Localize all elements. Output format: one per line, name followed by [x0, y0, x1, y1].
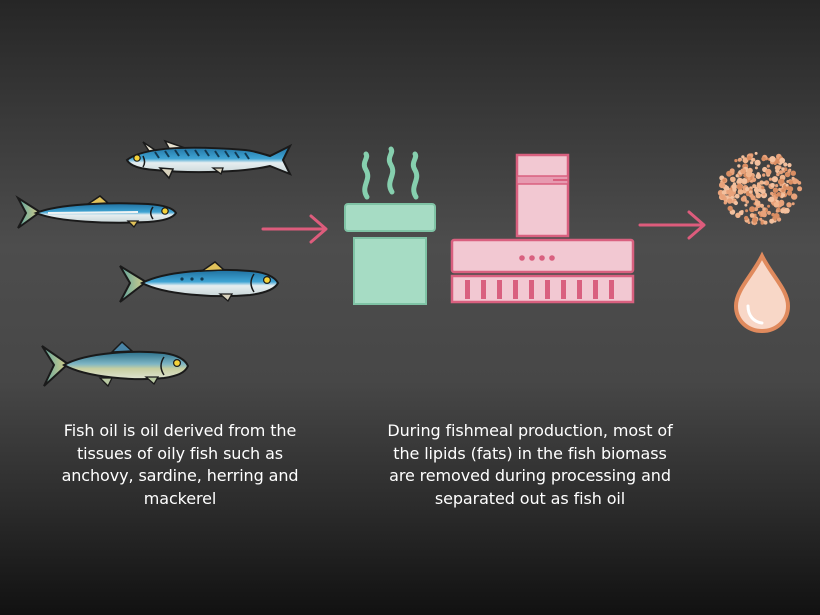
caption-line: are removed during processing and — [360, 465, 700, 488]
oil-drop-icon — [736, 256, 788, 331]
herring-icon — [42, 342, 188, 386]
sardine-icon — [120, 262, 278, 302]
fishmeal-production-caption: During fishmeal production, most of the … — [360, 420, 700, 510]
caption-line: tissues of oily fish such as — [20, 443, 340, 466]
mackerel-icon — [127, 141, 290, 178]
anchovy-icon — [18, 196, 176, 228]
steam-wisps — [364, 149, 416, 197]
caption-line: anchovy, sardine, herring and — [20, 465, 340, 488]
steam-cooker-icon — [345, 149, 435, 304]
caption-line: mackerel — [20, 488, 340, 511]
fishmeal-granules-icon — [718, 152, 802, 225]
fish-oil-definition-caption: Fish oil is oil derived from the tissues… — [20, 420, 340, 510]
caption-line: separated out as fish oil — [360, 488, 700, 511]
arrow-right-icon — [263, 216, 326, 242]
press-machine-icon — [452, 155, 633, 302]
caption-line: the lipids (fats) in the fish biomass — [360, 443, 700, 466]
arrow-right-icon — [640, 212, 704, 238]
caption-line: During fishmeal production, most of — [360, 420, 700, 443]
caption-line: Fish oil is oil derived from the — [20, 420, 340, 443]
